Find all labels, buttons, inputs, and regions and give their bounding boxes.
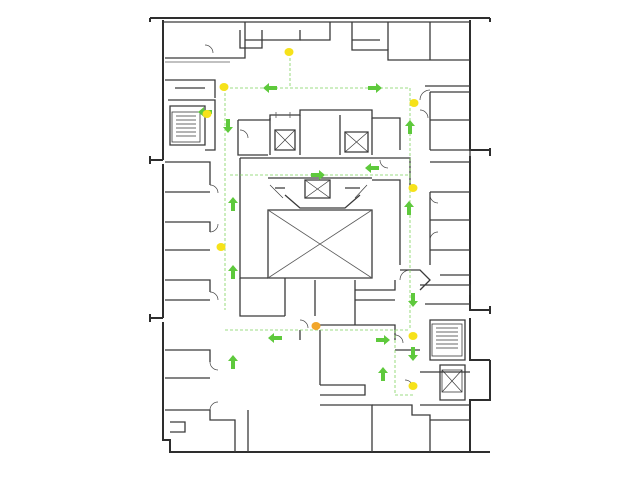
arrow-icon xyxy=(368,83,382,93)
right-rooms xyxy=(420,85,471,421)
route-line xyxy=(394,330,415,396)
route-line xyxy=(225,87,411,175)
arrow-icon xyxy=(404,201,414,215)
arrow-icon xyxy=(228,355,238,369)
arrow-icon xyxy=(378,367,388,381)
doors xyxy=(204,44,439,411)
lower-rooms xyxy=(239,168,431,452)
building-walls xyxy=(149,17,491,453)
arrow-icon xyxy=(376,335,390,345)
arrow-icon xyxy=(228,197,238,211)
location-marker-icon xyxy=(408,382,418,390)
evacuation-routes xyxy=(224,58,415,396)
arrow-icon xyxy=(408,293,418,307)
arrow-icon xyxy=(228,265,238,279)
arrow-icon xyxy=(263,83,277,93)
arrow-icon xyxy=(311,170,325,180)
location-marker-icon xyxy=(202,110,212,118)
stairwell-left xyxy=(171,111,201,143)
arrow-icon xyxy=(268,333,282,343)
arrow-icon xyxy=(223,119,233,133)
location-marker-icon xyxy=(216,243,226,251)
left-rooms xyxy=(165,79,249,452)
arrow-icon xyxy=(408,347,418,361)
central-core xyxy=(237,109,411,279)
elevator-right xyxy=(441,369,463,393)
location-markers xyxy=(202,48,419,390)
location-marker-icon xyxy=(219,83,229,91)
location-marker-icon xyxy=(284,48,294,56)
location-marker-icon xyxy=(311,322,321,330)
arrow-icon xyxy=(365,163,379,173)
location-marker-icon xyxy=(409,99,419,107)
arrow-icon xyxy=(405,120,415,134)
stairwell-right xyxy=(431,323,463,357)
location-marker-icon xyxy=(408,332,418,340)
exit-arrows xyxy=(198,83,418,381)
location-marker-icon xyxy=(408,184,418,192)
top-rooms xyxy=(165,22,470,63)
